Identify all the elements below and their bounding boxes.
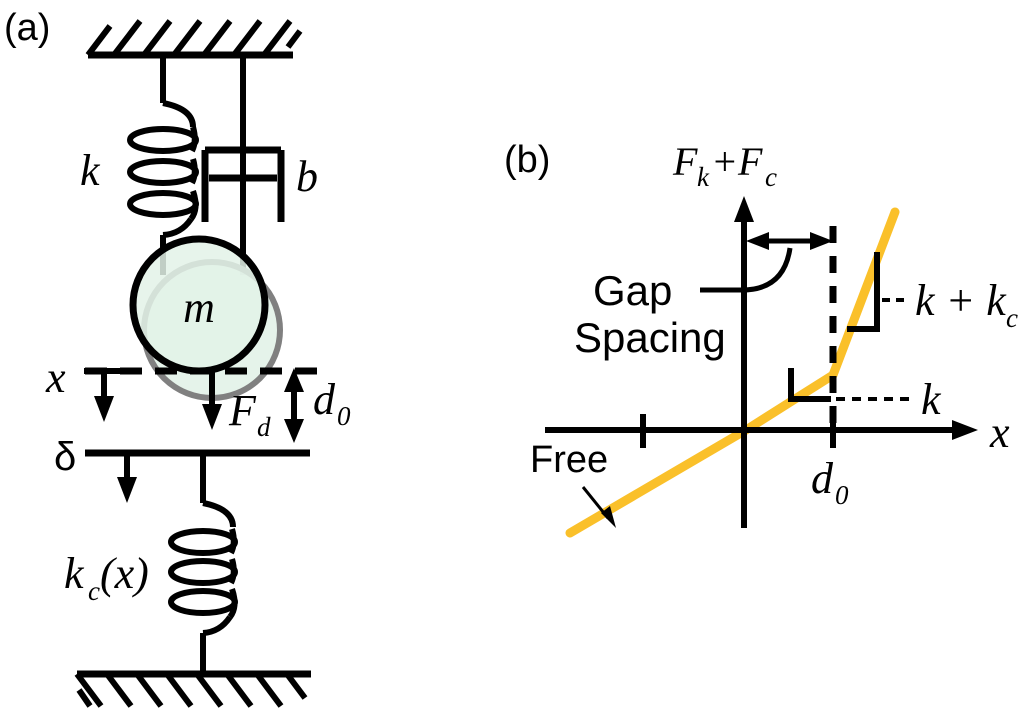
svg-text:(x): (x) (100, 549, 149, 598)
svg-text:0: 0 (337, 401, 351, 431)
panel-b-label: (b) (504, 139, 550, 181)
gap-spacing-arrow (746, 232, 833, 250)
slope-k-label: k (921, 375, 942, 424)
svg-text:d: d (257, 412, 271, 442)
svg-text:d: d (811, 454, 834, 503)
spring-k: k (80, 55, 199, 275)
x-axis-label: x (989, 408, 1010, 457)
gap-d0-label: d 0 (313, 375, 351, 431)
floor-hatching (74, 672, 308, 708)
plot-axes: x (545, 196, 1010, 528)
y-axis-label: F k +F c (672, 139, 777, 192)
mass-label: m (183, 283, 215, 332)
slope-kkc-label: k + k c (915, 276, 1018, 333)
gap-spacing-annotation: Gap Spacing (574, 247, 793, 361)
gap-d0-dimension: d 0 (284, 368, 351, 443)
svg-text:Spacing: Spacing (574, 314, 726, 361)
svg-text:k + k: k + k (915, 276, 1007, 325)
svg-text:c: c (765, 162, 777, 192)
panel-a: (a) (4, 7, 351, 708)
svg-text:+F: +F (711, 139, 763, 184)
fixed-ceiling (85, 19, 303, 59)
svg-text:Gap: Gap (593, 267, 672, 314)
delta-label: δ (54, 435, 76, 479)
free-annotation: Free (530, 439, 616, 528)
svg-text:F: F (672, 139, 698, 184)
damper-b-label: b (296, 152, 318, 201)
damper-b: b (201, 55, 318, 275)
delta-arrow: δ (54, 435, 137, 503)
svg-text:k: k (697, 162, 710, 192)
panel-a-label: (a) (4, 7, 50, 49)
panel-b: (b) F k +F c x d (504, 139, 1018, 538)
force-displacement-curve (565, 207, 900, 538)
svg-text:Free: Free (530, 439, 608, 481)
x-axis-arrowhead (952, 420, 978, 440)
gap-spacing-leader (700, 247, 793, 293)
mass-circle: m (129, 235, 269, 375)
displacement-x-label: x (45, 353, 66, 402)
svg-text:c: c (1006, 303, 1018, 333)
spring-k-label: k (80, 146, 101, 195)
contact-spring-kc: k c (x) (64, 453, 238, 674)
fixed-floor (74, 670, 311, 708)
slope-marker-k-plus-kc: k + k c (847, 252, 1018, 333)
contact-force-label: F d (228, 386, 271, 442)
y-axis-arrowhead (734, 196, 754, 222)
svg-text:d: d (313, 375, 336, 424)
svg-text:0: 0 (835, 480, 849, 510)
svg-text:c: c (88, 576, 100, 606)
contact-force-arrow: F d (202, 371, 271, 442)
svg-text:F: F (228, 386, 257, 435)
svg-text:k: k (64, 549, 85, 598)
x-tick-label-d0: d 0 (811, 454, 849, 510)
slope-marker-k: k (788, 368, 942, 424)
displacement-x-arrow: x (45, 353, 124, 422)
ceiling-hatching (85, 19, 303, 57)
contact-spring-label: k c (x) (64, 549, 149, 606)
